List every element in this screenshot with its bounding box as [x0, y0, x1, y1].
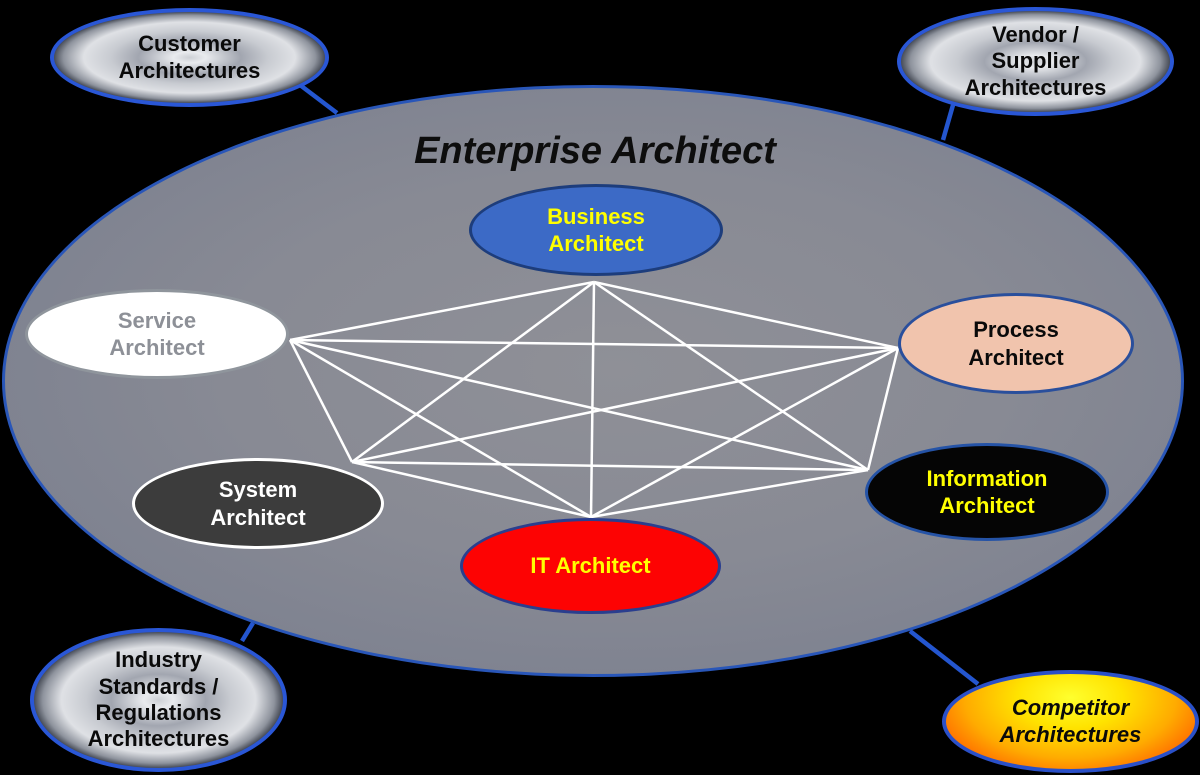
node-label-line: Architectures	[999, 721, 1142, 747]
node-label-line: Industry	[115, 647, 202, 673]
node-label-line: Business	[547, 203, 645, 229]
node-label-line: System	[218, 477, 298, 502]
node-label-line: Information	[926, 465, 1048, 491]
node-label-line: Supplier	[991, 48, 1080, 74]
diagram-title: Enterprise Architect	[414, 130, 776, 172]
node-industry-standards-regulations-architectures: Industry Standards / Regulations Archite…	[30, 628, 287, 772]
node-label-line: Architectures	[118, 57, 261, 83]
node-label-line: Architectures	[964, 74, 1107, 100]
node-label-line: Architectures	[87, 726, 230, 752]
node-label-line: Service	[117, 307, 197, 333]
node-business-architect: Business Architect	[469, 184, 723, 276]
connector-customer	[298, 83, 339, 115]
node-system-architect: System Architect	[132, 458, 384, 549]
node-label-line: Process	[973, 317, 1059, 342]
node-label-line: Customer	[138, 31, 241, 57]
node-service-architect: Service Architect	[25, 289, 289, 379]
node-vendor-supplier-architectures: Vendor / Supplier Architectures	[897, 7, 1174, 116]
node-label-line: Vendor /	[992, 21, 1079, 47]
node-label-line: IT Architect	[530, 553, 651, 579]
node-it-architect: IT Architect	[460, 518, 721, 614]
node-label-line: Standards /	[98, 673, 219, 699]
node-label-line: Regulations	[95, 700, 222, 725]
node-label-line: Competitor	[1011, 695, 1130, 721]
node-label-line: Architect	[939, 493, 1035, 518]
node-label-line: Architect	[968, 344, 1064, 370]
node-process-architect: Process Architect	[898, 293, 1134, 394]
node-label-line: Architect	[548, 231, 644, 256]
node-customer-architectures: Customer Architectures	[50, 8, 329, 107]
node-label-line: Architect	[109, 335, 205, 360]
node-label-line: Architect	[210, 504, 306, 530]
node-information-architect: Information Architect	[865, 443, 1109, 541]
connector-industry	[240, 621, 255, 643]
connector-competitor	[908, 629, 980, 686]
node-competitor-architectures: Competitor Architectures	[942, 670, 1199, 773]
connector-vendor	[940, 104, 956, 141]
